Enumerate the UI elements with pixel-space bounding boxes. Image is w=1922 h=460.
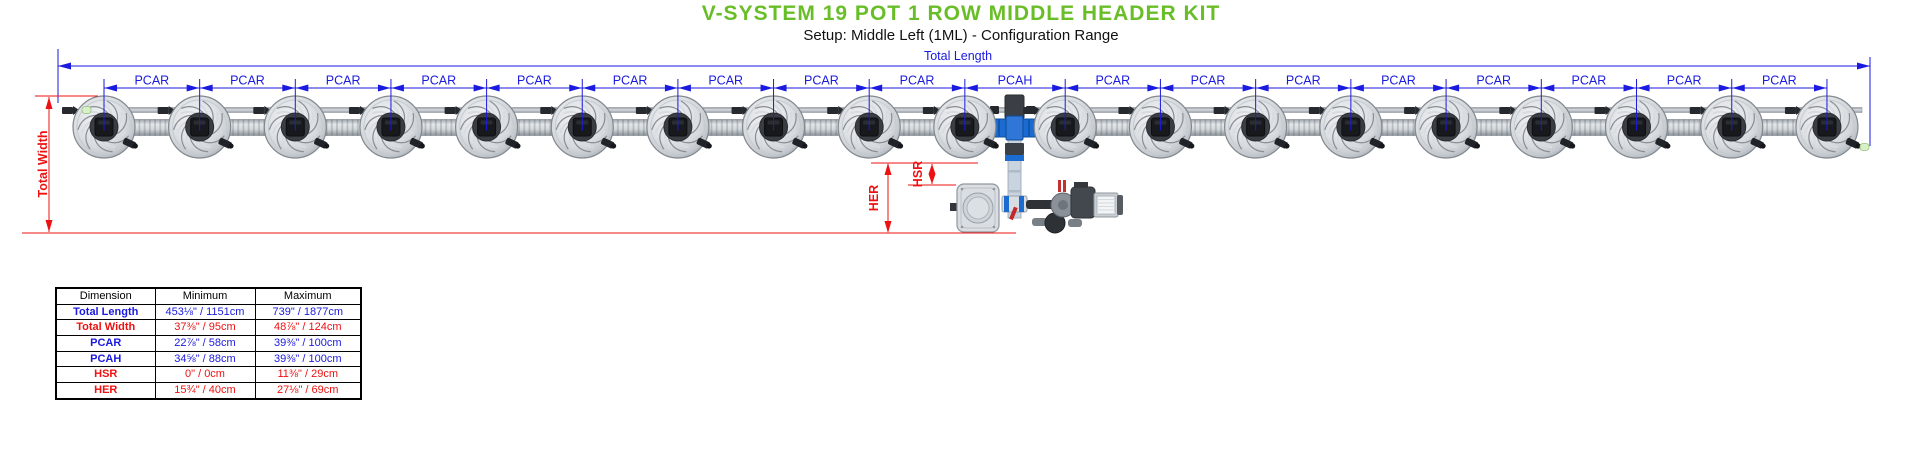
page-subtitle: Setup: Middle Left (1ML) - Configuration… <box>803 27 1119 44</box>
total-width-label: Total Width <box>36 131 50 198</box>
dimension-name-cell: PCAR <box>55 335 156 352</box>
header-top-fitting <box>1004 94 1025 120</box>
right-end-cap <box>1859 143 1870 151</box>
segment-label: PCAR <box>1572 74 1607 88</box>
reservoir <box>950 183 1000 233</box>
segment-label: PCAR <box>1191 74 1226 88</box>
segment-label: PCAR <box>1095 74 1130 88</box>
maximum-value-cell: 39⅜" / 100cm <box>254 335 362 352</box>
minimum-value-cell: 453⅛" / 1151cm <box>154 303 256 321</box>
maximum-value-cell: 739" / 1877cm <box>254 303 362 321</box>
segment-label: PCAR <box>326 74 361 88</box>
pot <box>1307 95 1388 159</box>
minimum-value-cell: 0" / 0cm <box>154 366 256 384</box>
pot <box>347 95 428 159</box>
pot <box>826 95 906 159</box>
pot <box>1783 95 1864 159</box>
segment-label: PCAR <box>900 74 935 88</box>
col-header-minimum: Minimum <box>154 287 256 305</box>
segment-label: PCAR <box>1381 74 1416 88</box>
minimum-value-cell: 34⅝" / 88cm <box>154 350 256 368</box>
segment-label: PCAR <box>1286 74 1321 88</box>
segment-label: PCAR <box>613 74 648 88</box>
pot <box>252 95 332 159</box>
pot <box>1117 95 1197 159</box>
pot <box>1403 95 1483 159</box>
segment-label: PCAR <box>804 74 839 88</box>
valve-handle <box>1009 206 1018 221</box>
minimum-value-cell: 22⅞" / 58cm <box>154 335 256 352</box>
maximum-value-cell: 11⅜" / 29cm <box>254 366 362 384</box>
segment-label: PCAR <box>134 74 169 88</box>
minimum-value-cell: 15¾" / 40cm <box>154 382 256 400</box>
pot <box>1212 95 1292 159</box>
segment-label: PCAR <box>230 74 265 88</box>
hsr-label: HSR <box>911 161 925 187</box>
pot <box>1022 95 1102 159</box>
segment-label: PCAR <box>1476 74 1511 88</box>
pot <box>1688 95 1768 159</box>
maximum-value-cell: 48⅞" / 124cm <box>254 319 362 337</box>
pot <box>1593 95 1673 159</box>
pump <box>1026 180 1123 234</box>
pot <box>539 95 619 159</box>
total-length-label: Total Length <box>924 49 992 63</box>
segment-label: PCAR <box>517 74 552 88</box>
pot <box>443 95 523 159</box>
dimension-name-cell: Total Width <box>55 319 156 337</box>
pot <box>1498 95 1578 159</box>
dimension-name-cell: Total Length <box>55 303 156 321</box>
segment-label: PCAH <box>998 74 1033 88</box>
dimension-annotations: Total Length Total Width HSR HER PCAR PCA… <box>22 49 1871 234</box>
col-header-dimension: Dimension <box>55 287 156 305</box>
segment-label: PCAR <box>421 74 456 88</box>
left-end-cap <box>81 106 92 114</box>
maximum-value-cell: 27⅛" / 69cm <box>254 382 362 400</box>
dimension-name-cell: PCAH <box>55 350 156 368</box>
table-header-row: Dimension Minimum Maximum <box>55 287 362 305</box>
page-title: V-SYSTEM 19 POT 1 ROW MIDDLE HEADER KIT <box>701 2 1221 25</box>
pot <box>156 95 236 159</box>
dimension-name-cell: HER <box>55 382 156 400</box>
pot <box>921 95 1002 159</box>
segment-label: PCAR <box>1762 74 1797 88</box>
maximum-value-cell: 39⅜" / 100cm <box>254 350 362 368</box>
segment-label: PCAR <box>1667 74 1702 88</box>
pot <box>730 95 810 159</box>
col-header-maximum: Maximum <box>254 287 362 305</box>
pump-motor <box>1070 186 1096 219</box>
segment-label: PCAR <box>708 74 743 88</box>
her-label: HER <box>867 185 881 211</box>
dimension-name-cell: HSR <box>55 366 156 384</box>
minimum-value-cell: 37⅜" / 95cm <box>154 319 256 337</box>
pot <box>61 95 141 159</box>
pot <box>634 95 715 159</box>
